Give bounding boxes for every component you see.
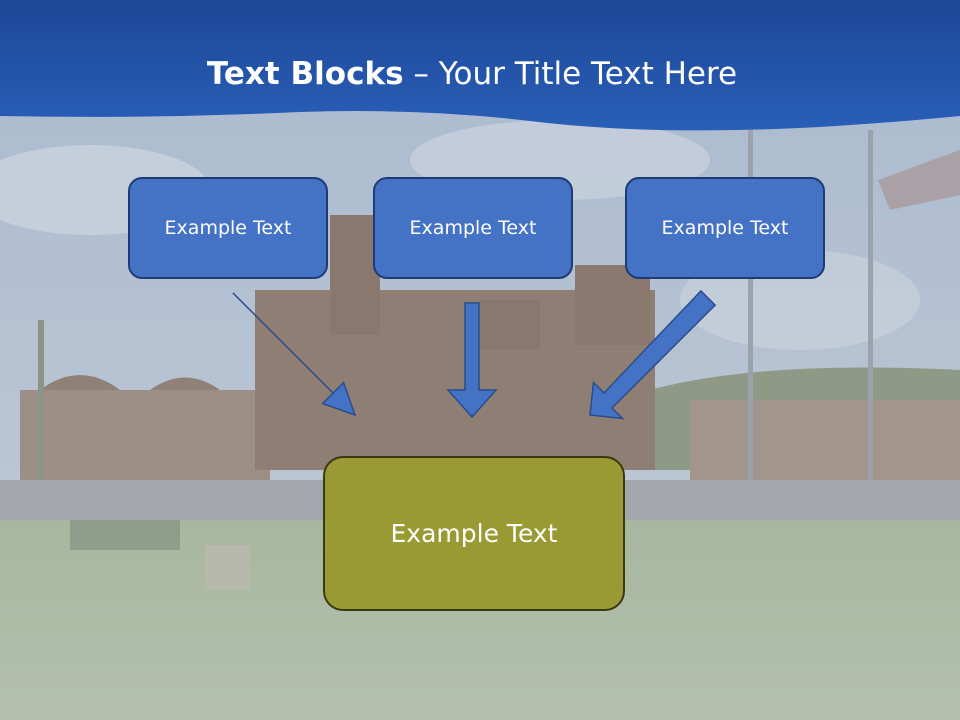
text-block-label: Example Text [661,217,789,239]
text-block-top-center[interactable]: Example Text [373,177,573,279]
text-block-top-right[interactable]: Example Text [625,177,825,279]
title-bold: Text Blocks [206,56,404,92]
title-rest: – Your Title Text Here [403,56,738,92]
text-block-bottom[interactable]: Example Text [323,456,625,611]
arrow-center [446,302,498,419]
arrow-left [232,292,357,417]
text-block-label: Example Text [409,217,537,239]
text-block-top-left[interactable]: Example Text [128,177,328,279]
text-block-label: Example Text [164,217,292,239]
arrow-right [589,289,717,420]
text-block-label: Example Text [390,519,558,548]
page-title: Text Blocks – Your Title Text Here [0,52,944,96]
